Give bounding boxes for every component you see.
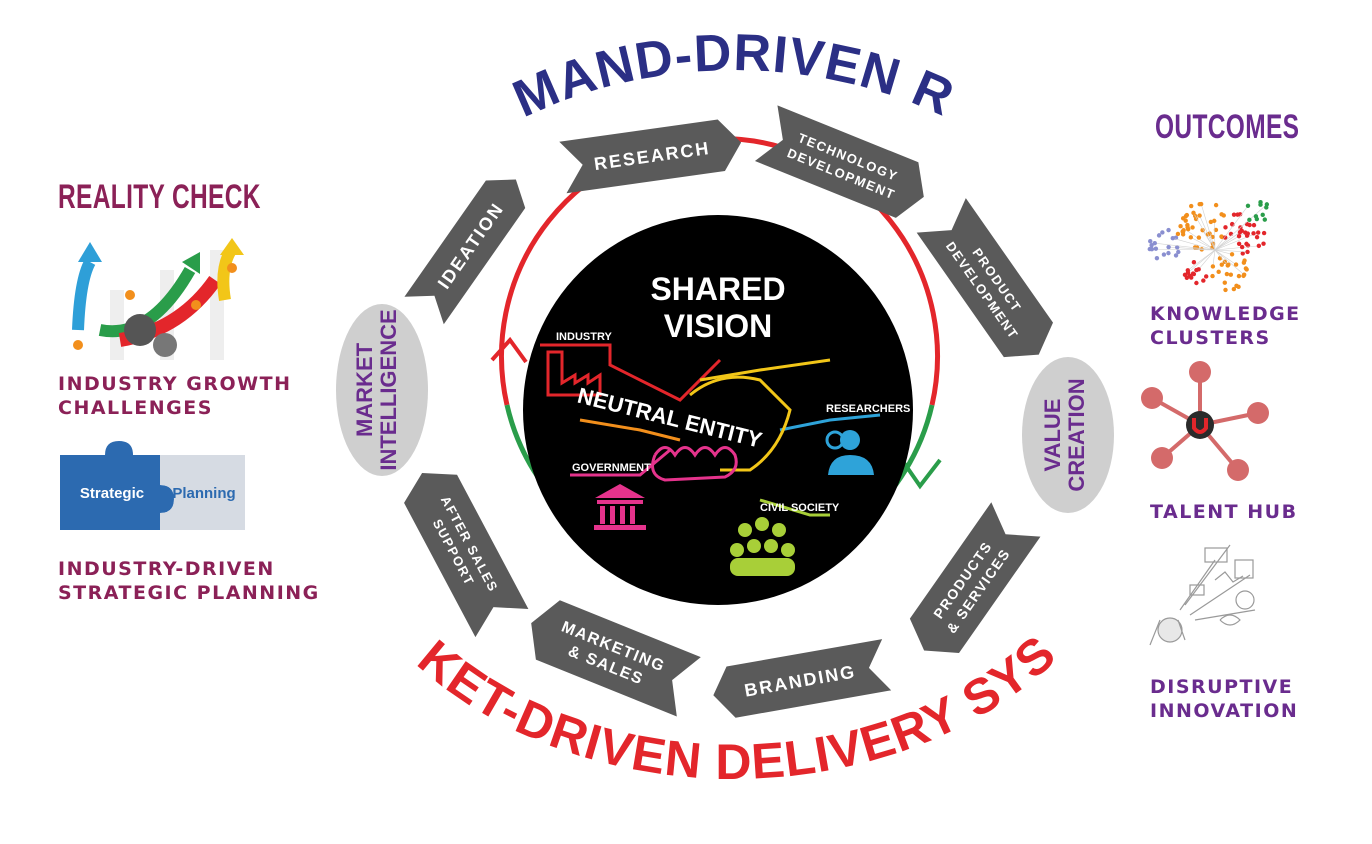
- industry-label: INDUSTRY: [556, 331, 612, 343]
- step-technology-development: TECHNOLOGY DEVELOPMENT: [754, 105, 924, 218]
- orange-line: [579, 418, 681, 442]
- government-label: GOVERNMENT: [572, 462, 651, 474]
- government-building-icon: [594, 484, 646, 530]
- svg-text:Planning: Planning: [172, 485, 235, 502]
- disruptive-caption-line-1: DISRUPTIVE: [1150, 676, 1294, 698]
- svg-text:Strategic: Strategic: [80, 485, 144, 502]
- outcomes-heading: OUTCOMES: [1155, 108, 1300, 146]
- researchers-label: RESEARCHERS: [826, 403, 910, 415]
- title-demand-driven: DEMAND-DRIVEN R&D: [0, 0, 963, 129]
- puzzle-illustration: Strategic Planning: [60, 441, 245, 530]
- crowd-icon: [730, 517, 795, 576]
- talent-hub-caption: TALENT HUB: [1150, 501, 1298, 523]
- svg-text:MARKET: MARKET: [352, 342, 377, 437]
- researcher-icon: [825, 430, 874, 475]
- vision-label: VISION: [664, 308, 772, 344]
- lightbulb-sketch-icon: [1149, 544, 1256, 646]
- factory-icon: [546, 350, 602, 397]
- civil-society-label: CIVIL SOCIETY: [760, 502, 840, 514]
- handshake-icon: [651, 375, 792, 482]
- growth-caption-line-1: INDUSTRY GROWTH: [58, 373, 292, 395]
- planning-caption-line-2: STRATEGIC PLANNING: [58, 582, 320, 604]
- knowledge-cluster-illustration: [1147, 200, 1270, 293]
- svg-text:CREATION: CREATION: [1064, 378, 1089, 491]
- svg-text:VALUE: VALUE: [1040, 399, 1065, 472]
- yellow-line: [699, 358, 831, 382]
- step-market-intelligence: MARKET INTELLIGENCE: [336, 304, 428, 476]
- ring-red-arrowhead-icon: [490, 336, 528, 364]
- industry-line: [540, 343, 722, 402]
- svg-text:INTELLIGENCE: INTELLIGENCE: [376, 309, 401, 470]
- planning-caption-line-1: INDUSTRY-DRIVEN: [58, 558, 275, 580]
- step-ideation: IDEATION: [404, 179, 526, 325]
- growth-caption-line-2: CHALLENGES: [58, 397, 213, 419]
- disruptive-innovation-caption: DISRUPTIVE INNOVATION: [1150, 675, 1298, 723]
- reality-check-heading: REALITY CHECK: [58, 178, 261, 216]
- strategic-planning-caption: INDUSTRY-DRIVEN STRATEGIC PLANNING: [58, 557, 320, 605]
- knowledge-clusters-caption: KNOWLEDGE CLUSTERS: [1150, 302, 1301, 350]
- shared-label: SHARED: [650, 271, 785, 307]
- knowledge-caption-line-2: CLUSTERS: [1150, 327, 1271, 349]
- step-after-sales-support: AFTER SALES SUPPORT: [404, 472, 529, 638]
- civil-line: [759, 498, 830, 517]
- step-value-creation: VALUE CREATION: [1022, 357, 1114, 513]
- talent-hub-network-icon: [1141, 361, 1269, 481]
- knowledge-caption-line-1: KNOWLEDGE: [1150, 303, 1301, 325]
- researcher-line: [779, 413, 881, 432]
- step-research: RESEARCH: [559, 119, 742, 194]
- ring-green-arrowhead-icon: [900, 458, 942, 490]
- gov-line: [570, 448, 671, 477]
- step-branding: BRANDING: [713, 639, 892, 718]
- growth-challenges-caption: INDUSTRY GROWTH CHALLENGES: [58, 372, 291, 420]
- growth-arrows-illustration: [72, 238, 244, 360]
- disruptive-caption-line-2: INNOVATION: [1150, 700, 1299, 722]
